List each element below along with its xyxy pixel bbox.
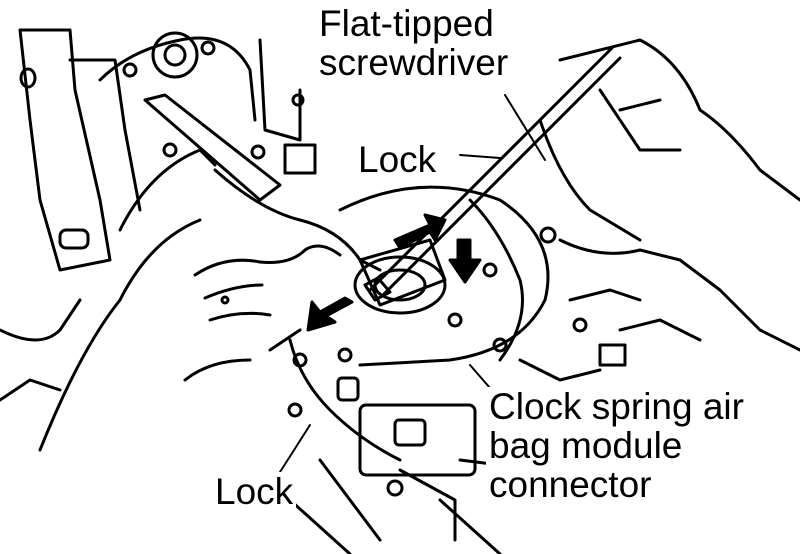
right-lower-area <box>518 238 800 382</box>
hand <box>38 148 382 452</box>
label-lock-top: Lock <box>355 140 440 179</box>
upper-mechanism <box>98 31 317 202</box>
screwdriver <box>363 46 622 302</box>
label-flat-tipped-screwdriver: Flat-tipped screwdriver <box>316 3 512 83</box>
label-line: screwdriver <box>319 42 509 83</box>
steering-hub <box>338 185 550 367</box>
label-lock-bottom: Lock <box>212 472 297 511</box>
label-clock-spring-connector: Clock spring air bag module connector <box>486 387 747 504</box>
right-upper-area <box>538 38 800 244</box>
label-line: connector <box>489 464 652 505</box>
lower-connector-area <box>287 338 542 554</box>
leader-lock-top <box>459 154 501 159</box>
label-line: Flat-tipped <box>319 3 494 44</box>
leader-lines <box>279 94 546 473</box>
label-line: Clock spring air <box>489 386 744 427</box>
label-line: bag module <box>489 425 683 466</box>
leader-screwdriver <box>504 94 546 161</box>
leader-lock-bottom <box>279 424 311 473</box>
leader-connector <box>469 364 491 389</box>
lock-arrows <box>306 213 482 332</box>
left-bracket <box>0 28 142 402</box>
